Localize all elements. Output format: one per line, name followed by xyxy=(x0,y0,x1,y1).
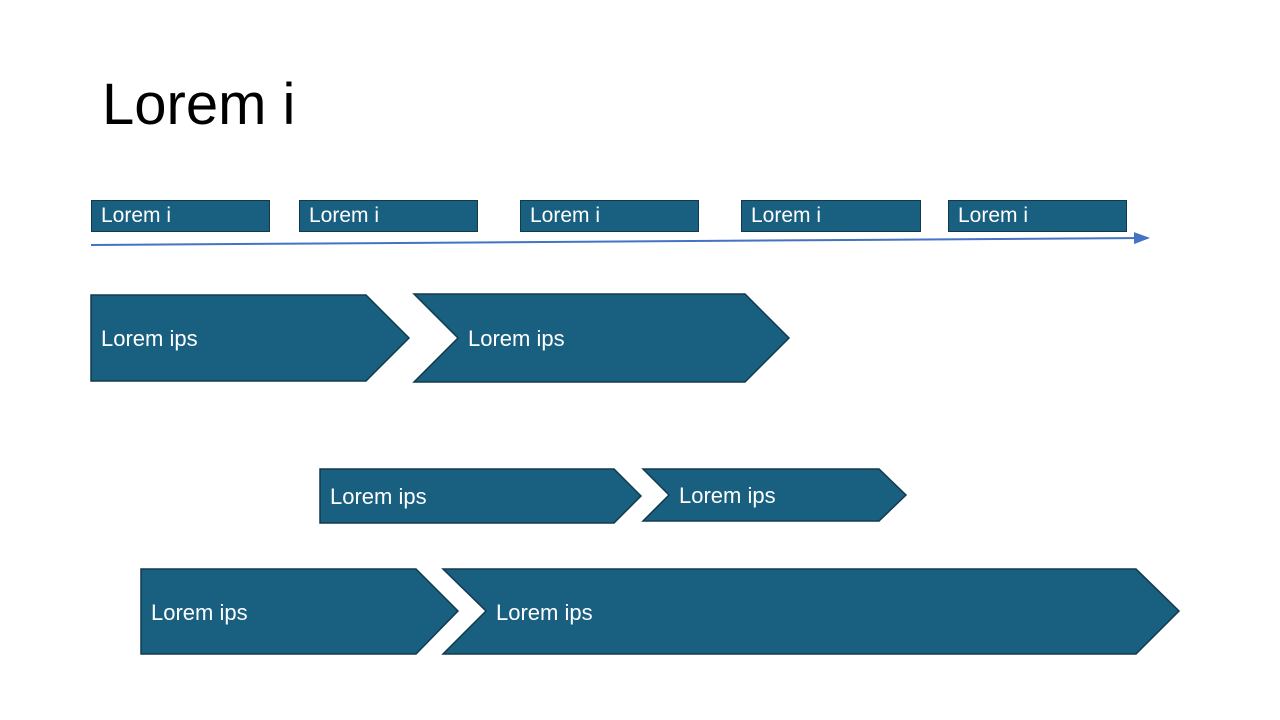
row-2: Lorem ips Lorem ips xyxy=(319,468,908,524)
page-title: Lorem i xyxy=(102,72,296,137)
timeline-arrow xyxy=(90,232,1150,246)
chevron-row3-1-label: Lorem ips xyxy=(151,600,248,625)
timeline-box-1: Lorem i xyxy=(91,200,270,232)
chevron-row1-2-label: Lorem ips xyxy=(468,326,565,351)
row-3: Lorem ips Lorem ips xyxy=(140,568,1181,655)
chevron-row3-2 xyxy=(441,568,1181,655)
timeline-box-5: Lorem i xyxy=(948,200,1127,232)
chevron-row3-2-label: Lorem ips xyxy=(496,600,593,625)
chevron-row2-1-label: Lorem ips xyxy=(330,484,427,509)
chevron-row1-1-label: Lorem ips xyxy=(101,326,198,351)
chevron-row2-2-label: Lorem ips xyxy=(679,483,776,508)
chevron-row1-1 xyxy=(90,294,411,382)
timeline-box-2: Lorem i xyxy=(299,200,478,232)
row-1: Lorem ips Lorem ips xyxy=(90,293,791,383)
chevron-row1-2 xyxy=(412,293,791,383)
timeline-box-3: Lorem i xyxy=(520,200,699,232)
chevron-row2-2 xyxy=(641,468,908,522)
timeline-box-4: Lorem i xyxy=(741,200,921,232)
chevron-row2-1 xyxy=(319,468,643,524)
chevron-row3-1 xyxy=(140,568,460,655)
